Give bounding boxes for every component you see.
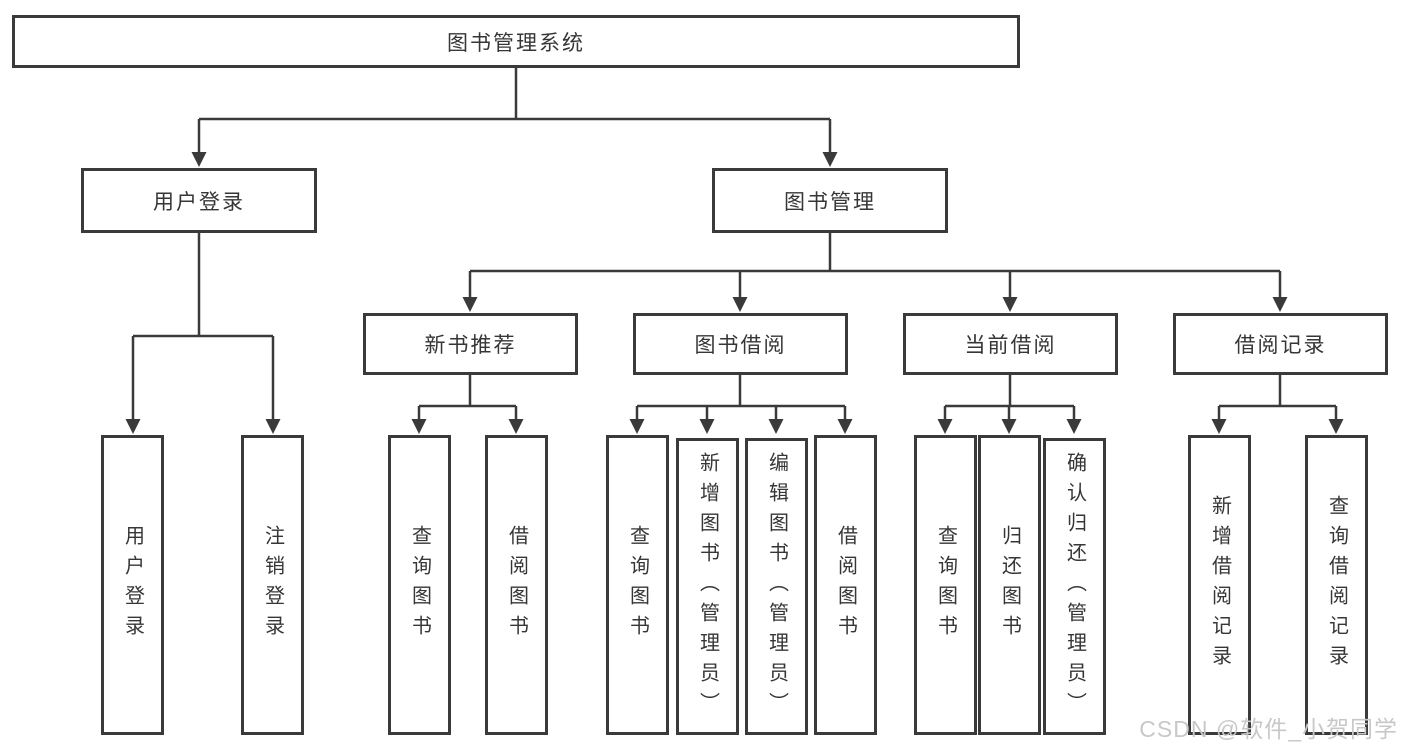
leaf-label: 编辑图书（管理员） [765,451,788,722]
node-leaf-edit-book: 编辑图书（管理员） [745,438,808,735]
node-book-borrow: 图书借阅 [633,313,848,375]
node-leaf-query-book-3: 查询图书 [914,435,977,735]
node-root: 图书管理系统 [12,15,1020,68]
node-book-mgmt: 图书管理 [712,168,948,233]
leaf-label: 注销登录 [261,525,284,645]
node-leaf-user-login: 用户登录 [101,435,164,735]
node-new-book-rec: 新书推荐 [363,313,578,375]
node-leaf-confirm-return: 确认归还（管理员） [1043,438,1106,735]
node-leaf-return-book: 归还图书 [978,435,1041,735]
leaf-label: 借阅图书 [505,525,528,645]
csdn-watermark: CSDN @软件_小贺同学 [1139,716,1398,742]
leaf-label: 查询图书 [626,525,649,645]
leaf-label: 归还图书 [998,525,1021,645]
node-leaf-query-book-2: 查询图书 [606,435,669,735]
node-leaf-add-book: 新增图书（管理员） [676,438,739,735]
leaf-label: 查询借阅记录 [1325,495,1348,675]
node-user-login: 用户登录 [81,168,317,233]
node-leaf-borrow-book-1: 借阅图书 [485,435,548,735]
node-borrow-record: 借阅记录 [1173,313,1388,375]
node-leaf-logout: 注销登录 [241,435,304,735]
node-leaf-borrow-book-2: 借阅图书 [814,435,877,735]
leaf-label: 新增图书（管理员） [696,451,719,722]
leaf-label: 新增借阅记录 [1208,495,1231,675]
leaf-label: 查询图书 [408,525,431,645]
node-leaf-query-record: 查询借阅记录 [1305,435,1368,735]
leaf-label: 借阅图书 [834,525,857,645]
node-leaf-add-record: 新增借阅记录 [1188,435,1251,735]
node-current-borrow: 当前借阅 [903,313,1118,375]
leaf-label: 用户登录 [121,525,144,645]
leaf-label: 确认归还（管理员） [1063,451,1086,722]
node-leaf-query-book-1: 查询图书 [388,435,451,735]
leaf-label: 查询图书 [934,525,957,645]
